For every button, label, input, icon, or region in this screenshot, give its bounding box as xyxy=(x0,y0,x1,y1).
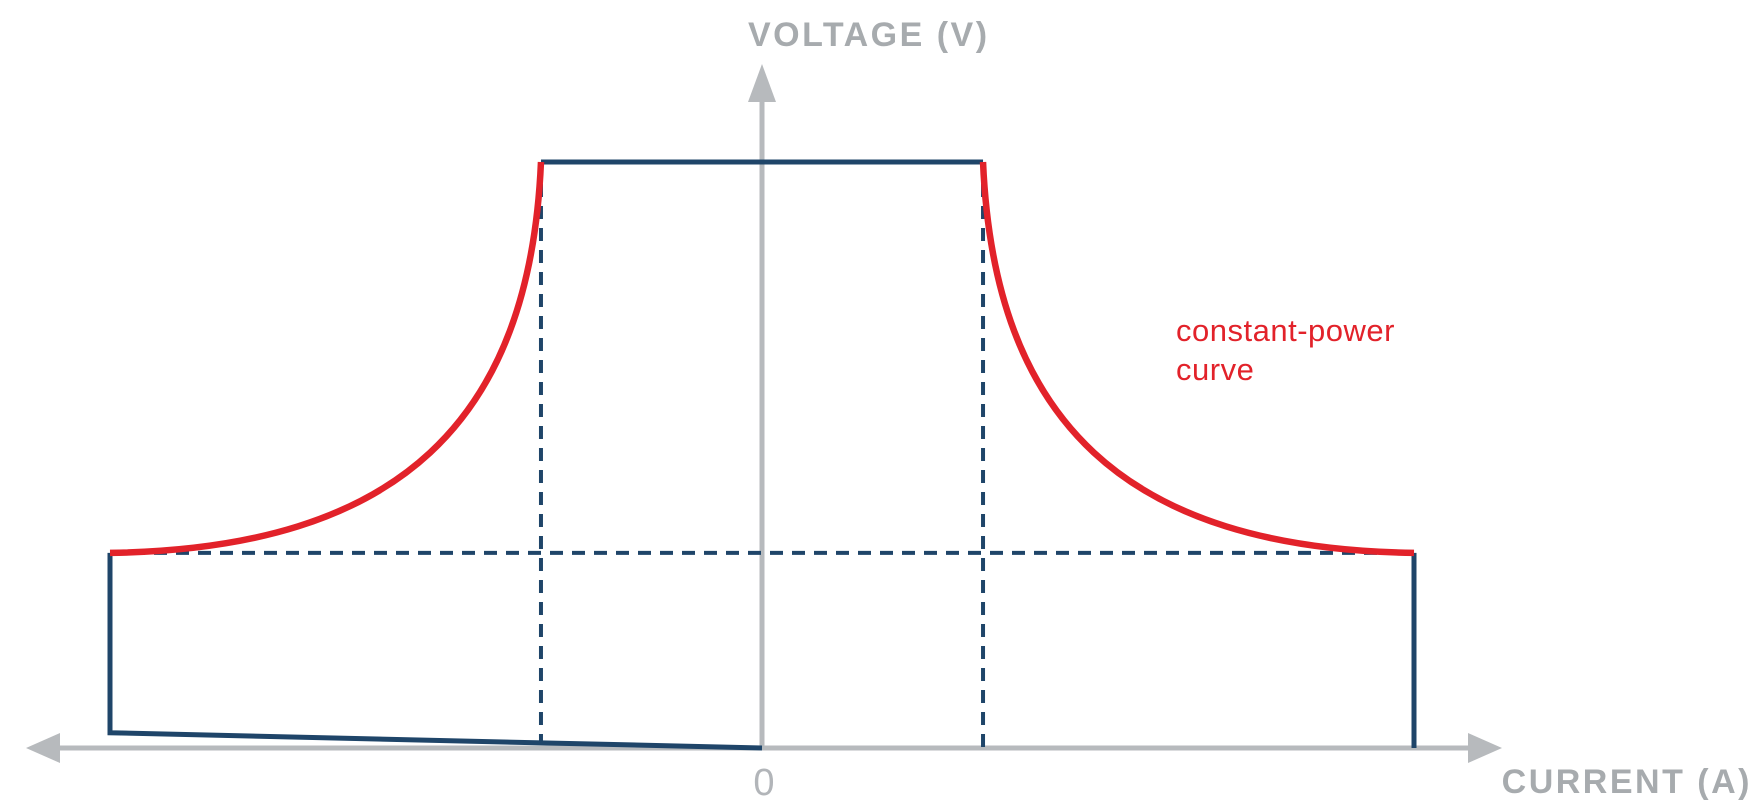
axes-layer xyxy=(26,64,1502,763)
constant-power-curve-negative xyxy=(109,161,545,557)
constant-power-curve-positive xyxy=(979,161,1415,557)
y-axis-label: VOLTAGE (V) xyxy=(748,16,990,54)
series-layer xyxy=(107,159,1417,751)
current-limit-negative-and-sink-line xyxy=(107,552,763,751)
constant-power-label-line2: curve xyxy=(1176,352,1254,387)
x-axis-arrow-right xyxy=(1468,733,1502,763)
x-axis-arrow-left xyxy=(26,733,60,763)
constant-power-label-line1: constant-power xyxy=(1176,313,1395,348)
origin-tick-label: 0 xyxy=(753,762,774,804)
y-axis-arrow-up xyxy=(748,64,776,102)
x-axis-label: CURRENT (A) xyxy=(1502,763,1752,801)
